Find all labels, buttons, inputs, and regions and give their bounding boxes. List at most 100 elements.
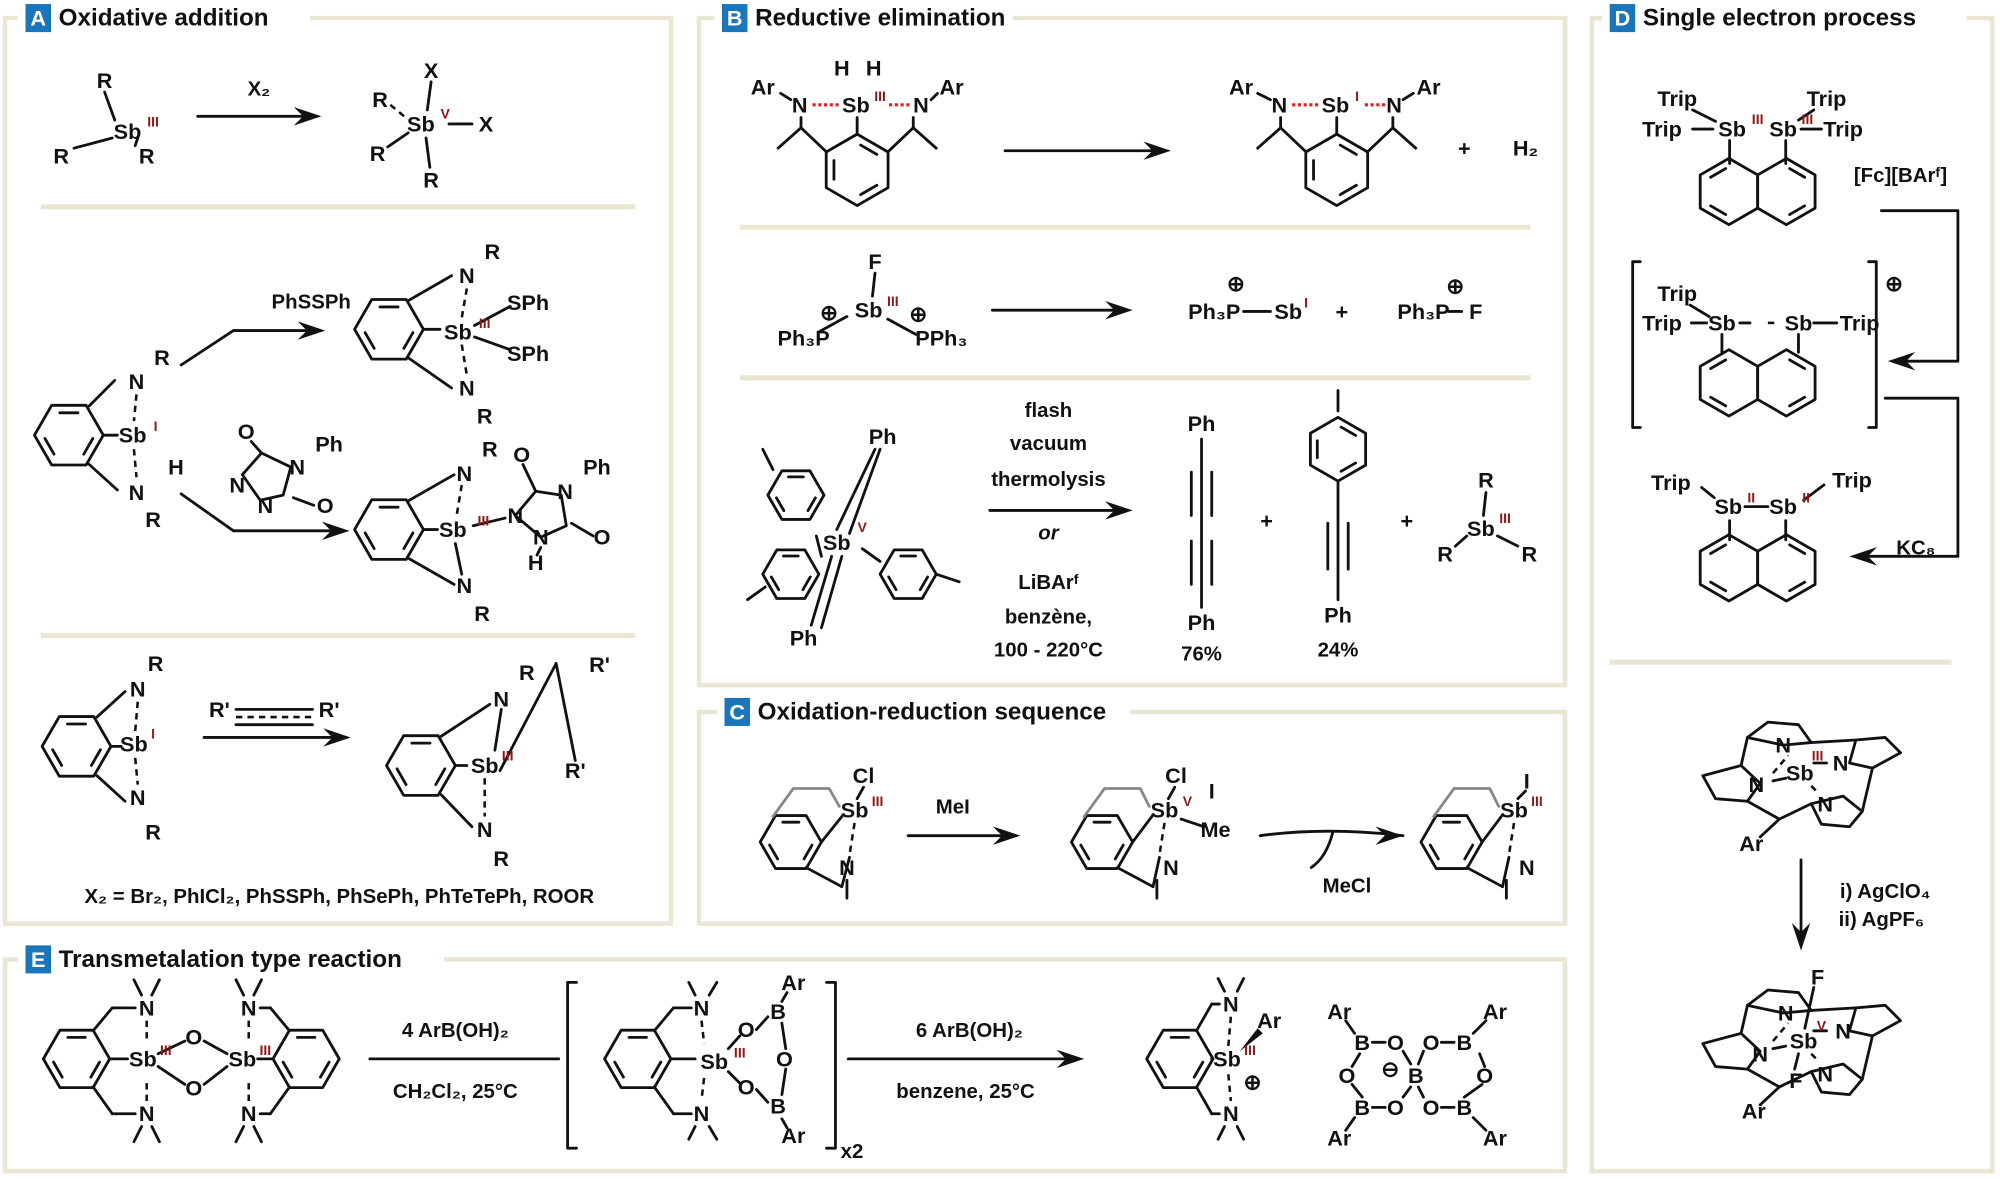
bond <box>707 980 719 997</box>
bond <box>1158 822 1166 856</box>
atom-label: Ph₃P <box>1397 299 1449 324</box>
bond <box>929 91 939 102</box>
bond <box>887 575 898 592</box>
atom-label: Sb <box>1718 117 1746 142</box>
atom-label: N <box>1386 92 1402 117</box>
bond <box>754 1088 770 1104</box>
reaction-condition-label: LiBArᶠ <box>1018 572 1079 594</box>
bond <box>1863 396 1960 558</box>
bond <box>1746 1067 1781 1089</box>
atom-label: N <box>129 369 145 394</box>
atom-label: SPh <box>507 341 549 366</box>
bond <box>1802 483 1826 502</box>
atom-label: Sb <box>1785 310 1813 335</box>
bond <box>498 662 558 773</box>
atom-label: N <box>289 455 305 480</box>
bond <box>761 447 775 472</box>
bond <box>1739 1003 1749 1035</box>
atom-label: N <box>130 785 146 810</box>
panel-letter-badge <box>25 945 52 974</box>
bond <box>1709 395 1728 408</box>
bond <box>408 557 456 586</box>
atom-label: Sb <box>1708 310 1736 335</box>
atom-label: Sb <box>439 517 467 542</box>
bond <box>859 143 879 156</box>
bond <box>535 546 543 557</box>
atom-label: N <box>1775 733 1791 758</box>
panel-letter: E <box>31 947 45 972</box>
bond <box>1195 1002 1214 1033</box>
bond <box>521 463 538 493</box>
atom-label: ⊕ <box>1227 271 1245 296</box>
bond <box>1709 204 1728 216</box>
atom-label: Sb <box>842 92 870 117</box>
atom-label: B <box>770 999 786 1024</box>
panel-title: Reductive elimination <box>755 5 1005 32</box>
atom-label: N <box>533 525 549 550</box>
bond <box>911 126 938 150</box>
atom-label: Sb <box>700 1049 728 1074</box>
atom-label: H <box>168 455 184 480</box>
atom-label: Sb <box>1151 798 1179 823</box>
oxidation-state-label: V <box>440 106 450 122</box>
reaction-condition-label: KC₈ <box>1896 538 1935 560</box>
bond <box>1709 358 1728 370</box>
bond <box>1235 977 1246 993</box>
bond <box>1700 486 1716 500</box>
atom-label: Sb <box>444 319 472 344</box>
oxidation-state-label: III <box>872 793 884 809</box>
bond <box>132 1125 143 1144</box>
oxidation-state-label: II <box>1747 490 1755 506</box>
oxidation-state-label: V <box>1183 793 1193 809</box>
atom-label: Sb <box>471 753 499 778</box>
reaction-condition-label: 24% <box>1318 640 1359 662</box>
oxidation-state-label: I <box>151 726 155 742</box>
bond <box>473 335 512 352</box>
atom-label: Trip <box>1832 467 1872 492</box>
atom-label: Ph₃P <box>1188 299 1240 324</box>
atom-label: Ar <box>1257 1008 1282 1033</box>
atom-label: R' <box>565 758 586 783</box>
oxidation-state-label: III <box>259 1042 271 1058</box>
oxidation-state-label: III <box>160 1042 172 1058</box>
ring <box>1848 1003 1902 1038</box>
bond <box>493 707 503 752</box>
bond <box>554 662 577 762</box>
bond <box>1860 766 1874 813</box>
atom-label: Ar <box>1483 999 1508 1024</box>
bond <box>799 126 828 154</box>
atom-label: N <box>1833 750 1849 775</box>
bond <box>434 767 447 786</box>
bond <box>1350 1082 1364 1099</box>
panel-title: Oxidation-reduction sequence <box>758 698 1107 725</box>
bond <box>363 331 376 350</box>
atom-label: + <box>1260 508 1273 533</box>
bond <box>1803 986 1816 1030</box>
panel-title: Single electron process <box>1643 5 1916 32</box>
bond <box>820 554 844 630</box>
atom-label: Trip <box>1840 310 1880 335</box>
atom-label: ⊕ <box>1885 271 1903 296</box>
bond <box>319 1060 331 1079</box>
benzene-ring <box>353 498 425 561</box>
reaction-condition-label: [Fc][BArᶠ] <box>1854 165 1947 187</box>
panel-letter-badge <box>724 697 750 726</box>
bond <box>652 1085 675 1116</box>
bond <box>1471 1116 1488 1132</box>
benzene-ring <box>40 715 113 778</box>
atom-label: O <box>738 1017 755 1042</box>
atom-label: Sb <box>823 530 851 555</box>
back-ring <box>771 787 841 818</box>
benzene-ring <box>766 469 826 521</box>
bond <box>780 1067 788 1097</box>
bond <box>455 484 463 516</box>
atom-label: PPh₃ <box>915 326 967 351</box>
bond <box>1256 126 1283 150</box>
benzene-ring <box>824 132 890 207</box>
atom-label: Ph <box>315 432 343 457</box>
atom-label: R <box>370 141 386 166</box>
bond <box>801 575 812 592</box>
arrowhead <box>1375 826 1404 845</box>
atom-label: ⊕ <box>1446 273 1464 298</box>
atom-label: Sb <box>1500 798 1528 823</box>
